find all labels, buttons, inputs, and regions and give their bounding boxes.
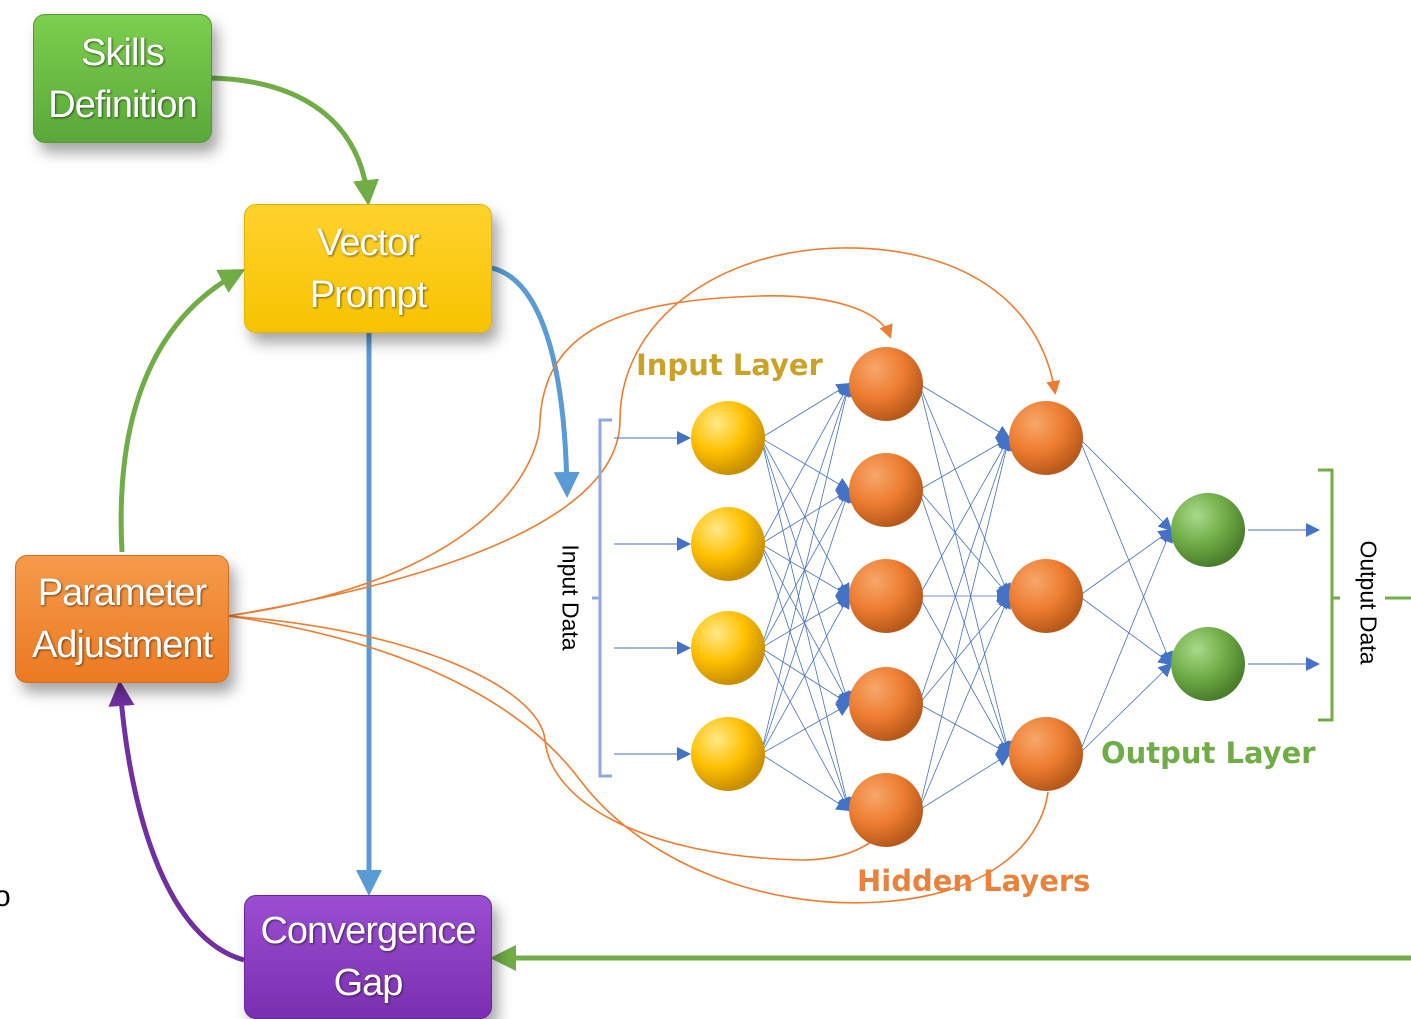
- connection-edge: [918, 594, 1011, 811]
- connection-edge: [1078, 662, 1173, 755]
- connection-edge: [918, 595, 1010, 756]
- skills-definition-box: Skills Definition: [33, 14, 212, 143]
- clipped-text-fragment: o: [0, 880, 11, 913]
- connection-edge: [760, 594, 850, 755]
- connection-edge: [918, 594, 1011, 705]
- hidden2-node: [1009, 717, 1083, 791]
- parameter-adjustment-curves: [227, 247, 1061, 904]
- connection-edge: [918, 489, 1012, 756]
- input-node: [691, 611, 765, 685]
- connection-edge: [1078, 595, 1173, 666]
- connection-edge: [918, 383, 1011, 440]
- connection-edge: [918, 489, 1011, 598]
- hidden1-node: [849, 453, 923, 527]
- connection-edge: [1078, 437, 1173, 532]
- connection-edge: [1078, 528, 1173, 597]
- curve-from-hidden2-bottom: [227, 615, 1049, 904]
- param-line2: Adjustment: [31, 624, 213, 666]
- connection-edge: [760, 543, 852, 812]
- output-layer-label: Output Layer: [1101, 736, 1316, 770]
- conv-line1: Convergence: [260, 910, 476, 952]
- input-layer-label: Input Layer: [636, 348, 823, 382]
- vector-prompt-box: Vector Prompt: [244, 204, 492, 333]
- hidden2-node: [1009, 559, 1083, 633]
- skills-line1: Skills: [81, 31, 165, 74]
- io-arrows: [614, 431, 1320, 761]
- input-data-label: Input Data: [557, 544, 584, 651]
- connection-edge: [760, 488, 852, 755]
- vector-line1: Vector: [317, 221, 420, 264]
- hidden-layers-label: Hidden Layers: [857, 864, 1091, 898]
- vector-line2: Prompt: [309, 273, 427, 316]
- connection-edge: [760, 703, 851, 755]
- output-data-label: Output Data: [1355, 540, 1382, 665]
- network-connections: [760, 382, 1173, 812]
- connection-edge: [918, 703, 1011, 755]
- hidden1-node: [849, 667, 923, 741]
- connection-edge: [918, 436, 1011, 491]
- connection-edge: [918, 752, 1011, 811]
- network-nodes: [691, 347, 1245, 847]
- curve-to-hidden1-top: [227, 295, 893, 617]
- connection-edge: [760, 543, 850, 706]
- hidden1-node: [849, 559, 923, 633]
- output-data-bracket: [1318, 468, 1340, 722]
- input-node: [691, 507, 765, 581]
- hidden1-node: [849, 773, 923, 847]
- output-node: [1171, 627, 1245, 701]
- param-line1: Parameter: [37, 572, 207, 614]
- output-node: [1171, 493, 1245, 567]
- connection-edge: [918, 383, 1013, 756]
- arrow-skills-to-vector: [209, 75, 379, 206]
- curve-to-hidden2-top: [227, 247, 1061, 617]
- input-node: [691, 717, 765, 791]
- curve-from-hidden1-bottom: [227, 615, 886, 861]
- connection-edge: [760, 382, 852, 649]
- hidden2-node: [1009, 401, 1083, 475]
- input-data-bracket: [592, 418, 612, 778]
- conv-line2: Gap: [333, 962, 404, 1004]
- connection-edge: [1078, 437, 1173, 666]
- arrow-conv-to-param: [108, 680, 245, 963]
- connection-edge: [760, 382, 854, 755]
- arrow-vector-to-input: [491, 265, 580, 498]
- connection-edge: [918, 436, 1010, 597]
- connection-edge: [918, 436, 1013, 811]
- connection-edge: [1078, 528, 1173, 755]
- connection-edge: [760, 437, 852, 706]
- connection-edge: [760, 382, 851, 439]
- connection-edge: [918, 383, 1011, 598]
- skills-line2: Definition: [48, 83, 197, 126]
- connection-edge: [918, 436, 1012, 705]
- input-node: [691, 401, 765, 475]
- convergence-gap-box: Convergence Gap: [244, 895, 492, 1019]
- arrow-param-to-vector: [118, 269, 246, 553]
- connection-edge: [760, 647, 851, 706]
- connection-edge: [760, 382, 850, 545]
- connection-edge: [760, 753, 851, 812]
- parameter-adjustment-box: Parameter Adjustment: [15, 555, 229, 683]
- hidden1-node: [849, 347, 923, 421]
